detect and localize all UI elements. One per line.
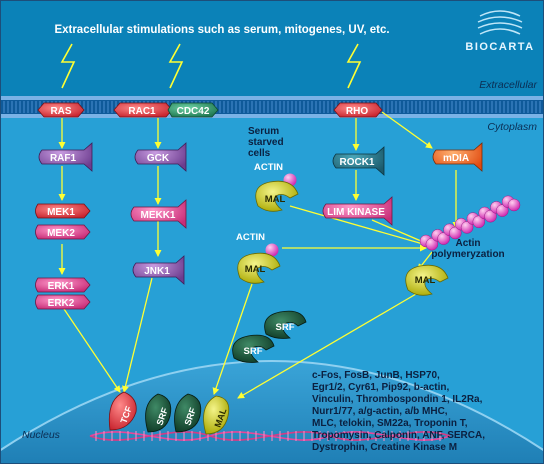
extracellular-region <box>1 1 543 100</box>
bolt-ras <box>60 43 76 89</box>
stimuli-text: Extracellular stimulations such as serum… <box>54 24 389 36</box>
serum-starved-label: Serum starved cells <box>248 126 284 159</box>
target-gene-line: Vinculin, Thrombospondin 1, IL2Ra, <box>312 394 483 405</box>
svg-text:MEKK1: MEKK1 <box>140 210 175 221</box>
svg-text:RAS: RAS <box>50 106 71 117</box>
actin-bead <box>460 221 474 234</box>
bolt-rho <box>346 43 362 89</box>
srf-dna-2: SRF <box>174 393 202 433</box>
mekk1-protein: MEKK1 <box>130 199 187 229</box>
target-gene-line: c-Fos, FosB, JunB, HSP70, <box>312 370 440 381</box>
biocarta-logo: BIOCARTA <box>465 10 534 53</box>
actin-label-2: ACTIN <box>236 232 265 243</box>
svg-text:cells: cells <box>248 148 271 159</box>
srf-dna-1: SRF <box>145 393 172 433</box>
logo-text: BIOCARTA <box>465 41 534 53</box>
target-gene-line: Egr1/2, Cyr61, Pip92, b-actin, <box>312 382 449 393</box>
srf-free-2: SRF <box>232 334 275 363</box>
rho-protein: RHO <box>333 102 383 118</box>
svg-text:RAF1: RAF1 <box>50 153 77 164</box>
plasma-membrane <box>1 96 543 118</box>
actin-mal-complex-1: ACTIN MAL <box>254 162 299 212</box>
mek1-protein: MEK1 <box>35 203 91 219</box>
nucleus-label: Nucleus <box>22 429 61 441</box>
target-gene-line: Dystrophin, Creatine Kinase M <box>312 442 457 453</box>
pathway-arrows <box>58 111 460 399</box>
actin-bead <box>484 209 497 223</box>
actin-bead <box>507 198 521 212</box>
free-mal: MAL <box>405 264 449 296</box>
svg-text:polymeryzation: polymeryzation <box>431 249 504 260</box>
svg-text:SRF: SRF <box>276 322 295 333</box>
rock1-protein: ROCK1 <box>332 146 385 176</box>
svg-text:SRF: SRF <box>244 346 263 357</box>
actin-mal-complex-2: ACTIN MAL <box>236 232 281 284</box>
actin-bead <box>437 232 450 245</box>
svg-text:CDC42: CDC42 <box>177 106 210 117</box>
dna-bound-complex: TCF SRF SRF MAL <box>108 391 230 435</box>
cytoplasm-label: Cytoplasm <box>487 121 537 133</box>
lim-kinase-protein: LIM KINASE <box>322 196 393 226</box>
svg-text:Serum: Serum <box>248 126 279 137</box>
svg-text:ERK2: ERK2 <box>48 298 75 309</box>
srf-free-1: SRF <box>264 310 307 339</box>
svg-text:MAL: MAL <box>415 275 436 286</box>
svg-text:ERK1: ERK1 <box>48 281 75 292</box>
actin-bead <box>449 226 462 240</box>
actin-label-1: ACTIN <box>254 162 283 173</box>
erk1-protein: ERK1 <box>35 277 91 293</box>
rac1-protein: RAC1 <box>113 102 173 118</box>
svg-text:Actin: Actin <box>456 238 481 249</box>
svg-text:RHO: RHO <box>346 106 368 117</box>
svg-text:MAL: MAL <box>265 194 286 205</box>
actin-bead <box>496 204 509 217</box>
ras-protein: RAS <box>37 102 85 118</box>
tcf-protein: TCF <box>108 391 137 431</box>
svg-text:RAC1: RAC1 <box>128 106 156 117</box>
target-gene-line: MLC, telokin, SM22a, Troponin T, <box>312 418 468 429</box>
stimulus-bolts <box>60 43 362 89</box>
target-gene-list: c-Fos, FosB, JunB, HSP70,Egr1/2, Cyr61, … <box>312 370 485 453</box>
target-gene-line: Tropomysin, Calponin, ANF, SERCA, <box>312 430 485 441</box>
svg-text:MAL: MAL <box>245 264 266 275</box>
svg-text:starved: starved <box>248 137 284 148</box>
mdia-protein: mDIA <box>432 142 483 172</box>
svg-text:MEK1: MEK1 <box>47 207 75 218</box>
actin-filament <box>419 195 521 251</box>
extracellular-label: Extracellular <box>479 79 537 91</box>
svg-text:GCK: GCK <box>147 153 170 164</box>
actin-monomer-2 <box>265 243 279 257</box>
cdc42-protein: CDC42 <box>167 102 219 118</box>
svg-text:JNK1: JNK1 <box>144 266 170 277</box>
target-gene-line: Nurr1/77, a/g-actin, a/b MHC, <box>312 406 448 417</box>
svg-text:MEK2: MEK2 <box>47 228 75 239</box>
actin-bead <box>425 237 439 251</box>
actin-polymerization-label: Actin polymeryzation <box>431 238 504 260</box>
raf1-protein: RAF1 <box>38 142 93 172</box>
actin-bead <box>472 215 486 229</box>
gck-protein: GCK <box>134 142 187 172</box>
mal-protein-1 <box>255 180 299 212</box>
mal-dna: MAL <box>203 395 230 435</box>
jnk1-protein: JNK1 <box>132 255 185 285</box>
svg-text:LIM KINASE: LIM KINASE <box>327 207 385 218</box>
svg-text:mDIA: mDIA <box>443 153 469 164</box>
svg-text:ROCK1: ROCK1 <box>339 157 374 168</box>
mek2-protein: MEK2 <box>35 224 91 240</box>
erk2-protein: ERK2 <box>35 294 91 310</box>
bolt-rac <box>168 43 184 89</box>
mal-protein-2 <box>237 252 281 284</box>
